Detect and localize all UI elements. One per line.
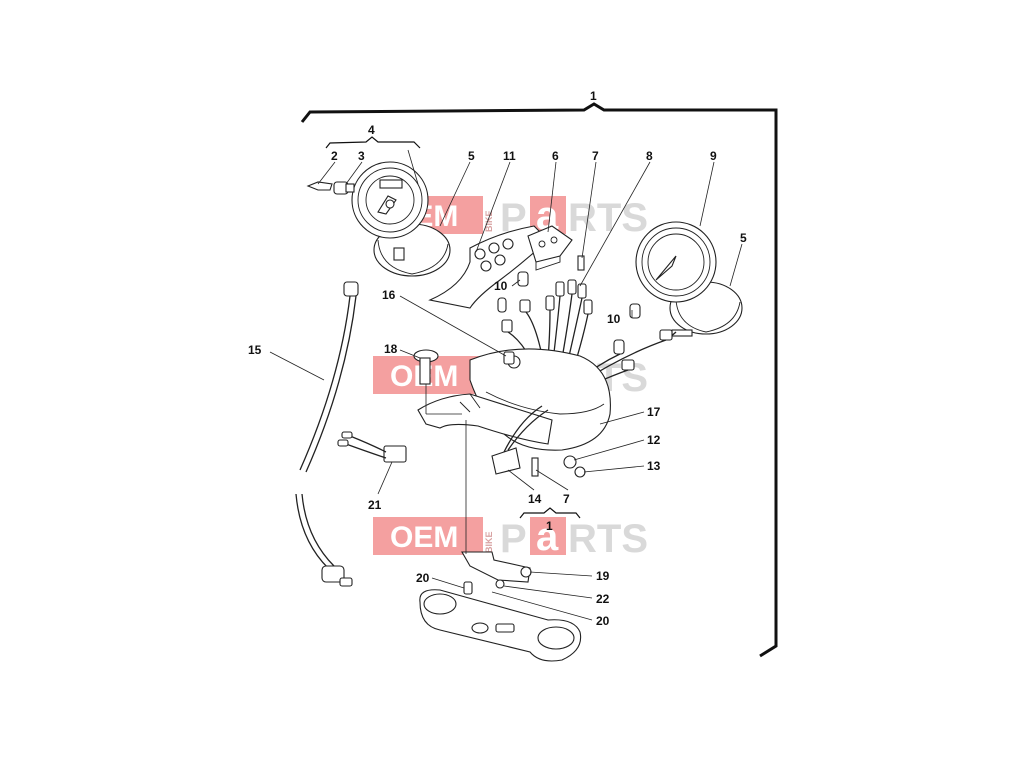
callout-11: 11 — [503, 149, 516, 163]
watermark-bike-text: BIKE — [484, 210, 494, 232]
watermark-rts-text: RTS — [568, 517, 648, 561]
connector-14 — [491, 405, 549, 475]
callout-22: 22 — [596, 592, 610, 606]
warning-light-cluster — [527, 225, 573, 271]
bulb-left — [497, 271, 529, 313]
instrument-panel-cover — [428, 225, 549, 309]
watermark-rts-text: RTS — [568, 196, 648, 240]
screw-20 — [463, 581, 473, 595]
callout-8: 8 — [646, 149, 653, 163]
watermark-bike-text: BIKE — [484, 531, 494, 553]
screw-19 — [520, 566, 532, 578]
callout-12: 12 — [647, 433, 661, 447]
bush-16 — [503, 351, 515, 365]
odometer-screw — [306, 181, 333, 191]
speedometer-cable — [295, 281, 359, 587]
screw-13 — [574, 466, 586, 478]
assembly-bracket-1 — [300, 102, 778, 658]
speedometer-assembly — [351, 161, 451, 277]
assembly-bracket-1-bottom — [519, 507, 581, 519]
connector-21 — [337, 431, 407, 463]
callout-1-top: 1 — [590, 89, 597, 103]
callout-20-left: 20 — [416, 571, 430, 585]
callout-21: 21 — [368, 498, 382, 512]
callout-1-bottom: 1 — [546, 519, 553, 533]
nut-12 — [563, 455, 577, 469]
callout-13: 13 — [647, 459, 661, 473]
callout-5-right: 5 — [740, 231, 747, 245]
washer-22 — [495, 579, 505, 589]
callout-17: 17 — [647, 405, 661, 419]
callout-10-right: 10 — [607, 312, 621, 326]
screw-top — [577, 255, 585, 271]
callout-labels: 1 1 2 3 4 5 5 6 7 7 8 9 10 10 11 12 13 1… — [248, 89, 747, 628]
callout-20-right: 20 — [596, 614, 610, 628]
callout-7-top: 7 — [592, 149, 599, 163]
assembly-bracket-4 — [325, 136, 421, 149]
tachometer-assembly — [635, 221, 743, 338]
callout-16: 16 — [382, 288, 396, 302]
watermark-bottom: OEM BIKE P a RTS — [373, 515, 648, 561]
callout-14: 14 — [528, 492, 542, 506]
callout-6: 6 — [552, 149, 559, 163]
callout-2: 2 — [331, 149, 338, 163]
callout-9: 9 — [710, 149, 717, 163]
screw-bottom — [531, 457, 539, 477]
callout-5-left: 5 — [468, 149, 475, 163]
callout-3: 3 — [358, 149, 365, 163]
odometer-knob — [333, 181, 355, 195]
watermark-p-text: P — [500, 517, 527, 561]
callout-4: 4 — [368, 123, 375, 137]
callout-10-left: 10 — [494, 279, 508, 293]
callout-15: 15 — [248, 343, 262, 357]
instrument-housing — [417, 348, 611, 451]
leader-lines — [269, 149, 743, 621]
top-yoke — [419, 589, 582, 662]
callout-18: 18 — [384, 342, 398, 356]
callout-7-bottom: 7 — [563, 492, 570, 506]
watermark-a-text: a — [536, 515, 559, 559]
bulb-right — [613, 303, 641, 355]
watermark-oem-text: OEM — [390, 521, 458, 554]
callout-19: 19 — [596, 569, 610, 583]
